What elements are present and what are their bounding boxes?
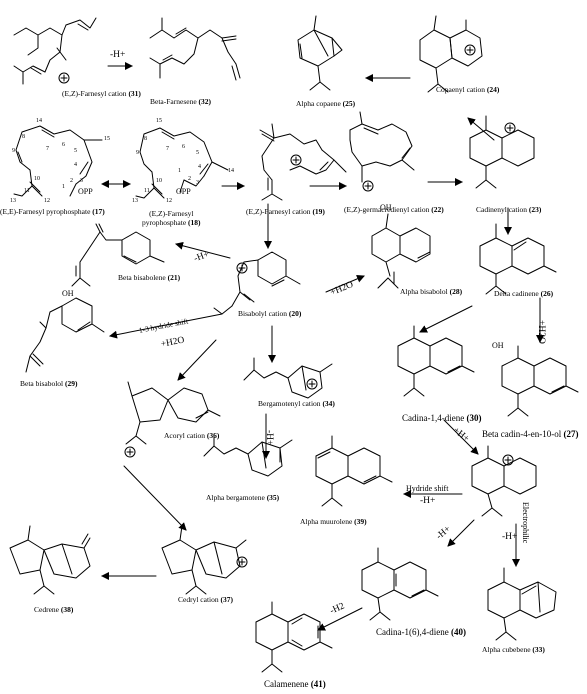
atom-number: 10 xyxy=(34,176,40,182)
structure-23 xyxy=(469,115,535,189)
label-41: Calamenene (41) xyxy=(264,679,326,689)
label-24: Copaenyl cation (24) xyxy=(436,85,500,94)
structure-32 xyxy=(149,17,241,81)
label-27: Beta cadin-4-en-10-ol (27) xyxy=(482,429,579,439)
atom-number: 11 xyxy=(144,188,150,194)
atom-number: 6 xyxy=(62,142,65,148)
label-29: Beta bisabolol (29) xyxy=(20,379,78,388)
structure-36 xyxy=(124,381,221,458)
atom-number: 2 xyxy=(70,178,73,184)
structure-25 xyxy=(297,15,343,91)
condition-minus-h-39: -H+ xyxy=(420,496,436,506)
atom-number: 6 xyxy=(182,144,185,150)
structure-17 xyxy=(13,125,103,197)
structure-40 xyxy=(361,547,439,621)
atom-number: 8 xyxy=(144,136,147,142)
atom-number: 11 xyxy=(24,188,30,194)
label-19: (E,Z)-Farnesyl cation (19) xyxy=(246,207,325,216)
condition-minus-h-31: -H+ xyxy=(110,50,126,60)
structure-38 xyxy=(9,525,91,595)
opp-label-18: OPP xyxy=(176,187,191,196)
atom-number: 15 xyxy=(104,136,110,142)
atom-number: 15 xyxy=(156,118,162,124)
structure-41 xyxy=(255,601,333,673)
atom-number: 1 xyxy=(178,168,181,174)
label-23: Cadinenyl cation (23) xyxy=(476,205,542,214)
atom-number: 14 xyxy=(228,168,234,174)
label-40: Cadina-1(6),4-diene (40) xyxy=(376,627,466,637)
label-30: Cadina-1,4-diene (30) xyxy=(402,413,482,423)
atom-number: 13 xyxy=(132,198,138,204)
structure-21 xyxy=(71,223,165,287)
condition-plus-h2o-27: +H2O xyxy=(536,320,546,344)
structure-29 xyxy=(25,297,105,373)
structure-33 xyxy=(487,567,557,641)
oh-label-28: OH xyxy=(380,203,392,212)
atom-number: 7 xyxy=(166,146,169,152)
atom-number: 7 xyxy=(46,146,49,152)
condition-electrophilic: Electrophilic xyxy=(521,502,530,544)
structure-26 xyxy=(479,223,557,295)
atom-number: 9 xyxy=(136,150,139,156)
label-21: Beta bisabolene (21) xyxy=(118,273,181,282)
atom-number: 5 xyxy=(196,150,199,156)
label-35: Alpha bergamotene (35) xyxy=(206,493,280,502)
condition-minus-h-35: -H+ xyxy=(264,430,274,446)
label-37: Cedryl cation (37) xyxy=(178,595,233,604)
atom-number: 3 xyxy=(80,178,83,184)
atom-number: 2 xyxy=(188,176,191,182)
condition-minus-h-cubebene: -H+ xyxy=(502,532,518,542)
label-20: Bisabolyl cation (20) xyxy=(238,309,302,318)
structure-30 xyxy=(397,325,475,397)
structure-cadinyl-cation-2 xyxy=(471,445,537,517)
structure-20 xyxy=(213,251,301,315)
atom-number: 14 xyxy=(36,118,42,124)
structure-24 xyxy=(419,15,483,93)
structure-27 xyxy=(501,345,579,417)
oh-label-29: OH xyxy=(62,289,74,298)
structure-34 xyxy=(243,357,333,399)
structure-39 xyxy=(315,435,393,507)
atom-number: 5 xyxy=(74,148,77,154)
atom-number: 3 xyxy=(196,180,199,186)
atom-number: 12 xyxy=(44,198,50,204)
label-32: Beta-Farnesene (32) xyxy=(150,97,212,106)
structure-22 xyxy=(349,111,415,192)
atom-number: 12 xyxy=(166,198,172,204)
atom-number: 8 xyxy=(22,134,25,140)
oh-label-27: OH xyxy=(492,341,504,350)
label-36: Acoryl cation (36) xyxy=(164,431,220,440)
label-25: Alpha copaene (25) xyxy=(296,99,356,108)
label-22: (E,Z)-germacredienyl cation (22) xyxy=(344,205,444,214)
label-26: Delta cadinene (26) xyxy=(494,289,554,298)
label-17: (E,E)-Farnesyl pyrophosphate (17) xyxy=(0,207,105,216)
atom-number: 9 xyxy=(12,148,15,154)
structure-18 xyxy=(135,127,229,199)
atom-number: 13 xyxy=(10,198,16,204)
label-33: Alpha cubebene (33) xyxy=(482,645,545,654)
opp-label-17: OPP xyxy=(78,187,93,196)
atom-number: 1 xyxy=(62,184,65,190)
structure-28 xyxy=(371,213,431,289)
atom-number: 4 xyxy=(74,162,77,168)
label-34: Bergamotenyl cation (34) xyxy=(258,399,335,408)
structure-19 xyxy=(259,123,347,201)
atom-number: 4 xyxy=(198,164,201,170)
label-28: Alpha bisabolol (28) xyxy=(400,287,463,296)
structure-37 xyxy=(161,525,248,595)
structure-31 xyxy=(13,17,97,85)
atom-number: 10 xyxy=(156,178,162,184)
label-38: Cedrene (38) xyxy=(34,605,74,614)
structure-35 xyxy=(203,433,293,477)
label-31: (E,Z)-Farnesyl cation (31) xyxy=(62,89,141,98)
label-39: Alpha muurolene (39) xyxy=(300,517,367,526)
condition-hydride-shift-39: Hydride shift xyxy=(406,484,449,493)
